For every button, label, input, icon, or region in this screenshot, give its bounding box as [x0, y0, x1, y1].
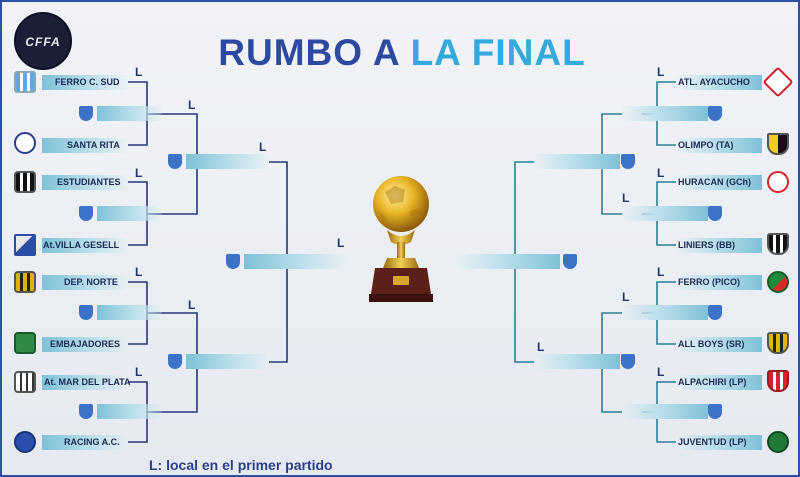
slot-shield-icon — [79, 206, 93, 221]
slot-shield-icon — [79, 106, 93, 121]
team-name-right-8: JUVENTUD (LP) — [678, 437, 747, 447]
team-name-right-7: ALPACHIRI (LP) — [678, 377, 747, 387]
slot-bar-left-r2-4 — [97, 404, 162, 419]
local-marker: L — [188, 98, 196, 112]
slot-bar-right-r3-2 — [534, 354, 620, 369]
team-bar-left-4 — [42, 238, 128, 253]
page-title: RUMBO A LA FINAL — [2, 32, 798, 74]
team-name-left-5: DEP. NORTE — [64, 277, 118, 287]
slot-shield-icon — [168, 154, 182, 169]
team-name-right-5: FERRO (PICO) — [678, 277, 740, 287]
slot-shield-icon — [708, 106, 722, 121]
slot-shield-icon — [79, 305, 93, 320]
local-marker: L — [135, 265, 143, 279]
local-marker: L — [337, 236, 345, 250]
title-part1: RUMBO A — [218, 32, 400, 73]
slot-bar-left-r2-3 — [97, 305, 162, 320]
slot-bar-left-r3-2 — [186, 354, 269, 369]
slot-bar-right-r3-1 — [534, 154, 620, 169]
crest-all-boys-sr — [767, 332, 789, 354]
local-marker: L — [657, 265, 665, 279]
slot-bar-right-semi — [457, 254, 560, 269]
local-marker: L — [657, 365, 665, 379]
logo-text: CFFA — [25, 35, 61, 49]
team-bar-left-3 — [42, 175, 128, 190]
crest-santa-rita — [14, 132, 36, 154]
local-marker: L — [188, 298, 196, 312]
team-name-right-3: HURACAN (GCh) — [678, 177, 751, 187]
crest-ferro-pico — [767, 271, 789, 293]
local-marker: L — [657, 166, 665, 180]
crest-ferro-c-sud — [14, 71, 36, 93]
crest-racing-ac — [14, 431, 36, 453]
crest-mar-del-plata — [14, 371, 36, 393]
team-name-left-2: SANTA RITA — [67, 140, 120, 150]
team-bar-right-1 — [676, 75, 762, 90]
team-bar-left-5 — [42, 275, 128, 290]
local-marker: L — [135, 365, 143, 379]
team-name-right-1: ATL. AYACUCHO — [678, 77, 750, 87]
slot-shield-icon — [79, 404, 93, 419]
slot-bar-right-r2-4 — [622, 404, 708, 419]
team-name-left-7: At. MAR DEL PLATA — [44, 377, 131, 387]
team-name-left-1: FERRO C. SUD — [55, 77, 120, 87]
team-name-left-6: EMBAJADORES — [50, 339, 121, 349]
slot-shield-icon — [621, 354, 635, 369]
crest-juventud-lp — [767, 431, 789, 453]
slot-bar-left-r2-2 — [97, 206, 162, 221]
crest-alpachiri-lp — [767, 370, 789, 392]
team-name-right-2: OLIMPO (TA) — [678, 140, 734, 150]
trophy-icon — [369, 176, 433, 302]
local-marker: L — [622, 191, 630, 205]
slot-bar-left-r2-1 — [97, 106, 162, 121]
crest-olimpo-ta — [767, 133, 789, 155]
team-bar-right-2 — [676, 138, 762, 153]
team-name-right-4: LINIERS (BB) — [678, 240, 735, 250]
team-bar-right-6 — [676, 337, 762, 352]
slot-shield-icon — [563, 254, 577, 269]
slot-shield-icon — [708, 305, 722, 320]
crest-liniers-bb — [767, 233, 789, 255]
crest-villa-gesell — [14, 234, 36, 256]
local-marker: L — [135, 65, 143, 79]
local-marker: L — [135, 166, 143, 180]
crest-huracan-gch — [767, 171, 789, 193]
team-bar-right-5 — [676, 275, 762, 290]
slot-bar-right-r2-3 — [622, 305, 708, 320]
local-marker: L — [259, 140, 267, 154]
team-name-left-8: RACING A.C. — [64, 437, 120, 447]
federation-logo: CFFA — [14, 12, 72, 70]
team-bar-left-8 — [42, 435, 128, 450]
team-bar-right-3 — [676, 175, 762, 190]
team-name-left-4: At.VILLA GESELL — [43, 240, 120, 250]
local-marker: L — [657, 65, 665, 79]
title-part2: LA FINAL — [410, 32, 586, 73]
slot-bar-left-semi — [244, 254, 347, 269]
legend-text: L: local en el primer partido — [149, 457, 333, 473]
team-bar-left-7 — [42, 375, 128, 390]
local-marker: L — [537, 340, 545, 354]
team-bar-right-4 — [676, 238, 762, 253]
crest-estudiantes — [14, 171, 36, 193]
crest-embajadores — [14, 332, 36, 354]
team-name-right-6: ALL BOYS (SR) — [678, 339, 745, 349]
team-bar-right-7 — [676, 375, 762, 390]
slot-shield-icon — [621, 154, 635, 169]
slot-shield-icon — [708, 404, 722, 419]
slot-shield-icon — [226, 254, 240, 269]
team-bar-left-6 — [42, 337, 128, 352]
team-bar-left-2 — [42, 138, 128, 153]
slot-shield-icon — [168, 354, 182, 369]
team-bar-right-8 — [676, 435, 762, 450]
local-marker: L — [622, 290, 630, 304]
team-bar-left-1 — [42, 75, 128, 90]
slot-bar-right-r2-1 — [622, 106, 708, 121]
slot-bar-left-r3-1 — [186, 154, 269, 169]
slot-bar-right-r2-2 — [622, 206, 708, 221]
team-name-left-3: ESTUDIANTES — [57, 177, 121, 187]
slot-shield-icon — [708, 206, 722, 221]
crest-dep-norte — [14, 271, 36, 293]
